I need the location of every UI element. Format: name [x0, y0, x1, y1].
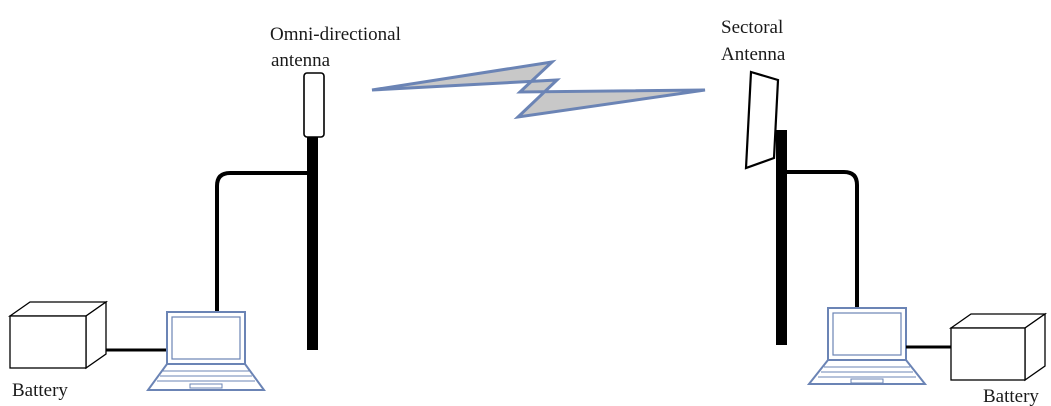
- right-battery-label: Battery: [983, 386, 1039, 406]
- wireless-link-bolt: [371, 59, 706, 120]
- left-battery: [7, 300, 109, 370]
- sectoral-antenna-label-line2: Antenna: [721, 44, 786, 65]
- omni-antenna-label-line1: Omni-directional: [270, 24, 401, 45]
- left-laptop: [146, 311, 266, 391]
- right-antenna-cable: [787, 170, 859, 308]
- left-battery-label: Battery: [12, 380, 68, 401]
- sectoral-antenna-label-line1: Sectoral: [721, 17, 783, 38]
- right-battery: [948, 312, 1048, 382]
- omni-antenna: [303, 72, 325, 350]
- omni-antenna-label-line2: antenna: [271, 50, 331, 71]
- right-mast: [776, 130, 787, 345]
- sectoral-antenna: [744, 70, 780, 170]
- right-laptop: [806, 307, 928, 385]
- left-antenna-cable: [215, 171, 307, 312]
- left-mast: [307, 137, 318, 350]
